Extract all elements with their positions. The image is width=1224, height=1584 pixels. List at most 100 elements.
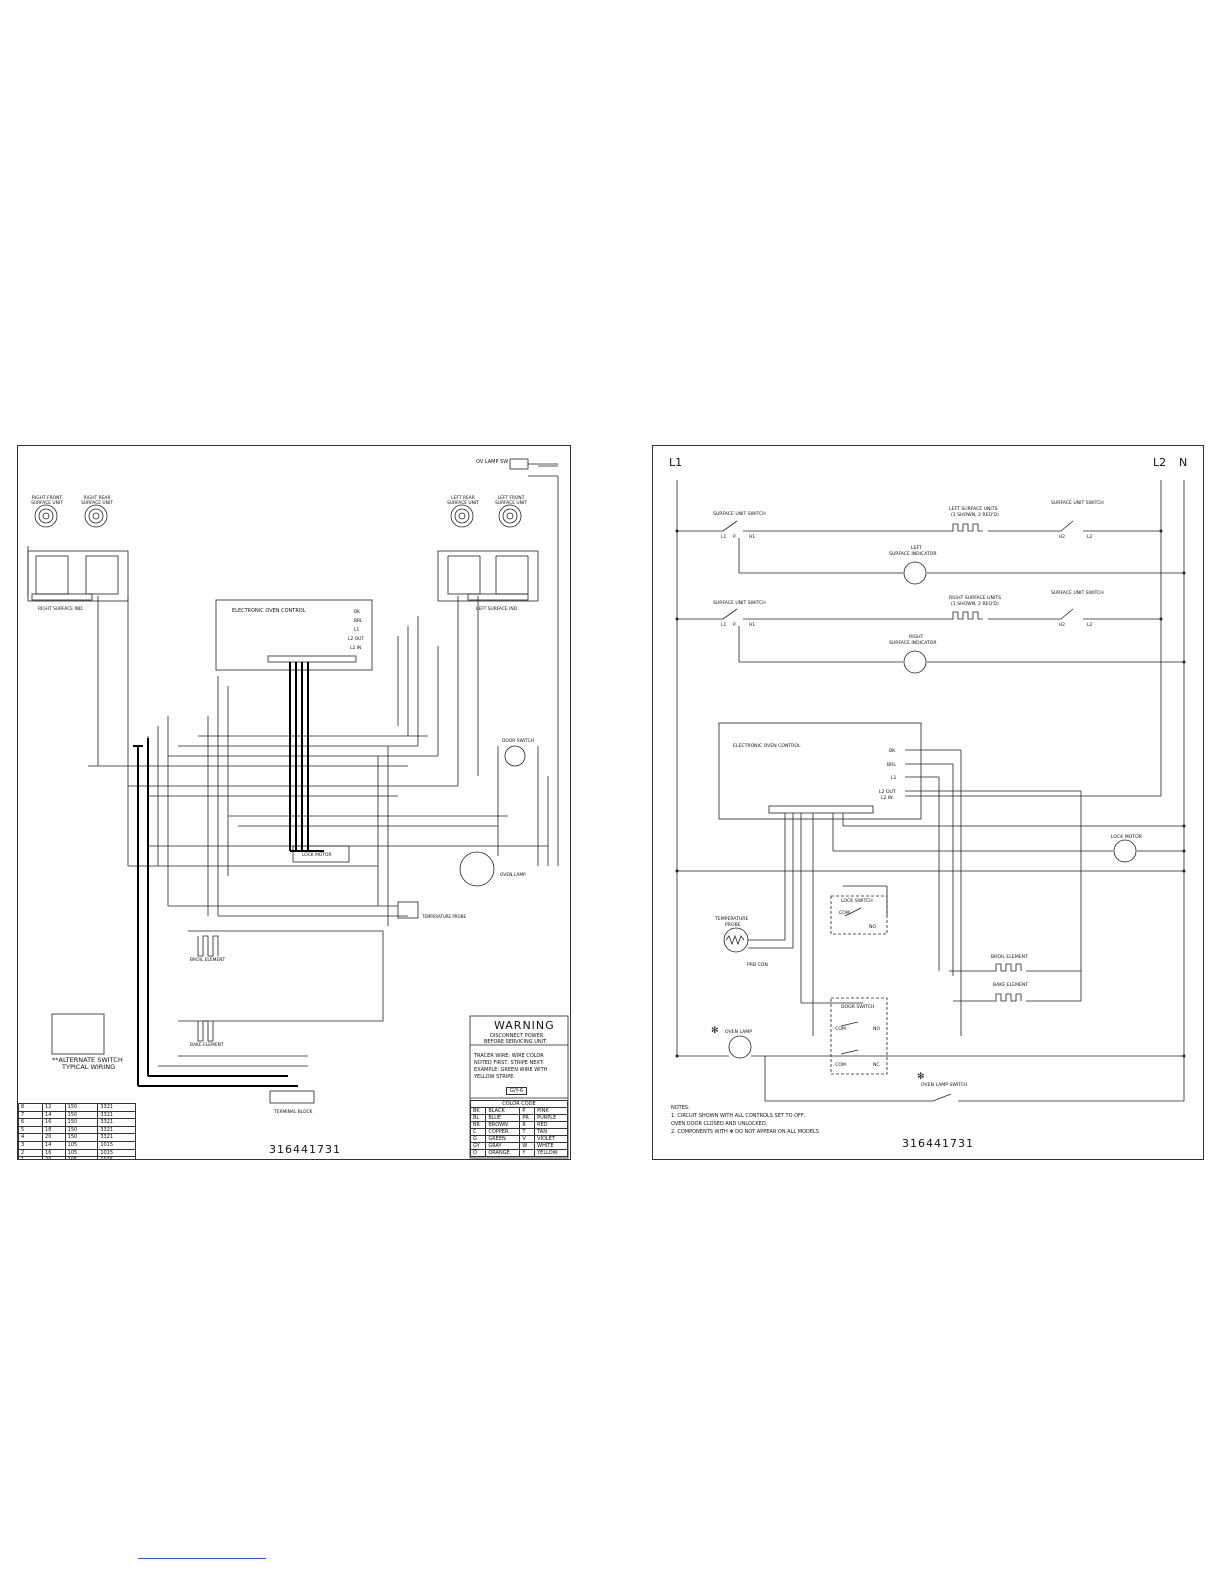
temperature-probe-label: TEMPERATURE PROBE xyxy=(421,914,466,919)
wire-spec-cell: 1015 xyxy=(97,1148,136,1158)
wire-spec-cell: 14 xyxy=(42,1140,66,1150)
color-code-cell: Y xyxy=(519,1149,536,1157)
wire-spec-cell: 14 xyxy=(42,1110,66,1120)
wire-spec-cell: 150 xyxy=(64,1133,99,1142)
wire-spec-cell: 3321 xyxy=(97,1110,136,1120)
lock-switch-com: COM xyxy=(839,910,850,916)
note-1-cont: OVEN DOOR CLOSED AND UNLOCKED. xyxy=(671,1121,768,1127)
door-switch-com-1: COM xyxy=(835,1026,846,1032)
oven-lamp-label: OVEN LAMP xyxy=(500,872,526,878)
color-code-cell: W xyxy=(519,1142,536,1150)
schematic-pin-l2-out: L2 OUT xyxy=(879,789,896,795)
ov-lamp-sw-label: OV LAMP SW xyxy=(476,459,508,465)
bottom-link-underline[interactable] xyxy=(138,1558,266,1559)
bake-element-icon xyxy=(197,1020,214,1042)
typical-wiring-label: TYPICAL WIRING xyxy=(61,1063,115,1071)
left-surface-units-label: LEFT SURFACE UNITS xyxy=(949,506,998,512)
tracer-line-4: YELLOW STRIPE. xyxy=(474,1074,516,1080)
color-code-cell: T xyxy=(519,1128,536,1136)
wire-spec-cell: 16 xyxy=(42,1148,66,1158)
tracer-example-code: G/Y-6 xyxy=(506,1087,528,1095)
right-doc-number: 316441731 xyxy=(902,1137,974,1150)
right-indicator-label-1: RIGHT xyxy=(909,634,924,640)
svg-text:L1: L1 xyxy=(721,534,726,540)
left-rear-burner-icon xyxy=(450,504,474,528)
left-surface-indicator-icon xyxy=(903,561,927,585)
color-code-cell: YELLOW xyxy=(534,1149,568,1157)
bake-element-label: BAKE ELEMENT xyxy=(190,1042,224,1048)
eoc-pin-l1: L1 xyxy=(354,627,359,633)
warning-title: WARNING xyxy=(494,1019,555,1032)
wire-spec-cell: 3321 xyxy=(97,1125,136,1135)
svg-text:✻: ✻ xyxy=(917,1072,925,1082)
schematic-drawing: L1 L2 N SURFACE UNIT SWITCH SURFACE UNIT… xyxy=(669,456,1187,1102)
wire-spec-cell: 16 xyxy=(42,1118,66,1127)
eoc-pin-l2-in: L2 IN xyxy=(350,645,361,651)
right-front-burner-icon xyxy=(34,504,58,528)
left-surface-ind-label: LEFT SURFACE IND. xyxy=(476,606,518,612)
right-surface-units-label: RIGHT SURFACE UNITS xyxy=(949,595,1001,601)
wire-spec-cell: 7 xyxy=(18,1110,44,1120)
schematic-notes: NOTES: 1. CIRCUIT SHOWN WITH ALL CONTROL… xyxy=(671,1104,819,1136)
oven-lamp-schematic-icon xyxy=(728,1035,752,1059)
temperature-probe-label-2: PROBE xyxy=(725,922,741,928)
left-indicator-label-1: LEFT xyxy=(911,545,922,551)
color-code-cell: BLACK xyxy=(485,1107,521,1115)
lock-motor-box xyxy=(292,845,350,863)
wire-spec-cell: 3321 xyxy=(97,1133,136,1142)
wire-spec-cell: 3 xyxy=(18,1140,44,1150)
color-code-cell: PINK xyxy=(534,1107,568,1115)
color-code-cell: V xyxy=(519,1135,536,1143)
color-code-cell: GREEN xyxy=(485,1135,521,1143)
svg-text:H1: H1 xyxy=(749,622,755,628)
right-surface-ind-label: RIGHT SURFACE IND. xyxy=(38,606,84,612)
door-switch-schematic-label: DOOR SWITCH xyxy=(841,1004,874,1010)
left-front-burner-icon xyxy=(498,504,522,528)
eoc-pin-bk: BK xyxy=(354,609,360,615)
wire-spec-cell: 150 xyxy=(64,1118,99,1127)
wiring-diagram-sheet: OV LAMP SW ELECTRONIC OVEN CONTROL BK BR… xyxy=(17,445,571,1160)
wire-spec-cell: 1 xyxy=(18,1156,44,1159)
rail-n-label: N xyxy=(1179,456,1187,469)
color-code-cell: BR xyxy=(469,1121,487,1129)
eoc-pin-brl: BRL xyxy=(354,618,363,624)
wire-spec-row: 1201051015 xyxy=(18,1156,136,1159)
color-code-cell: G xyxy=(469,1135,487,1143)
schematic-door-switch-box xyxy=(830,997,888,1075)
color-code-cell: PR xyxy=(519,1114,536,1122)
wire-spec-cell: 18 xyxy=(42,1125,66,1135)
color-code-cell: WHITE xyxy=(534,1142,568,1150)
electronic-oven-control-box xyxy=(215,599,373,671)
tracer-line-3: EXAMPLE: GREEN WIRE WITH xyxy=(474,1067,548,1073)
wire-spec-cell: 105 xyxy=(64,1148,99,1158)
color-code-cell: P xyxy=(519,1107,536,1115)
ov-lamp-switch-box xyxy=(509,458,529,470)
wire-spec-cell: 1015 xyxy=(97,1140,136,1150)
tracer-line-2: NOTED FIRST, STRIPE NEXT. xyxy=(474,1060,544,1066)
wire-spec-cell: 5 xyxy=(18,1125,44,1135)
wire-spec-cell: 150 xyxy=(64,1125,99,1135)
wire-spec-cell: 20 xyxy=(42,1133,66,1142)
lock-switch-label: LOCK SWITCH xyxy=(841,898,873,904)
color-code-cell: BK xyxy=(469,1107,487,1115)
right-surface-indicator-icon xyxy=(903,650,927,674)
wire-spec-cell: 105 xyxy=(64,1156,99,1159)
right-surface-units-qty: (1 SHOWN, 2 REQ'D) xyxy=(951,601,999,607)
lock-switch-no: NO xyxy=(869,924,876,930)
wire-spec-cell: 105 xyxy=(64,1140,99,1150)
door-switch-label: DOOR SWITCH xyxy=(502,738,534,744)
bake-element-schematic-label: BAKE ELEMENT xyxy=(993,982,1028,988)
right-rear-unit-label: RIGHT REAR SURFACE UNIT xyxy=(81,496,113,506)
note-1: 1. CIRCUIT SHOWN WITH ALL CONTROLS SET T… xyxy=(671,1113,806,1119)
schematic-pin-l2-in: L2 IN xyxy=(881,795,893,801)
